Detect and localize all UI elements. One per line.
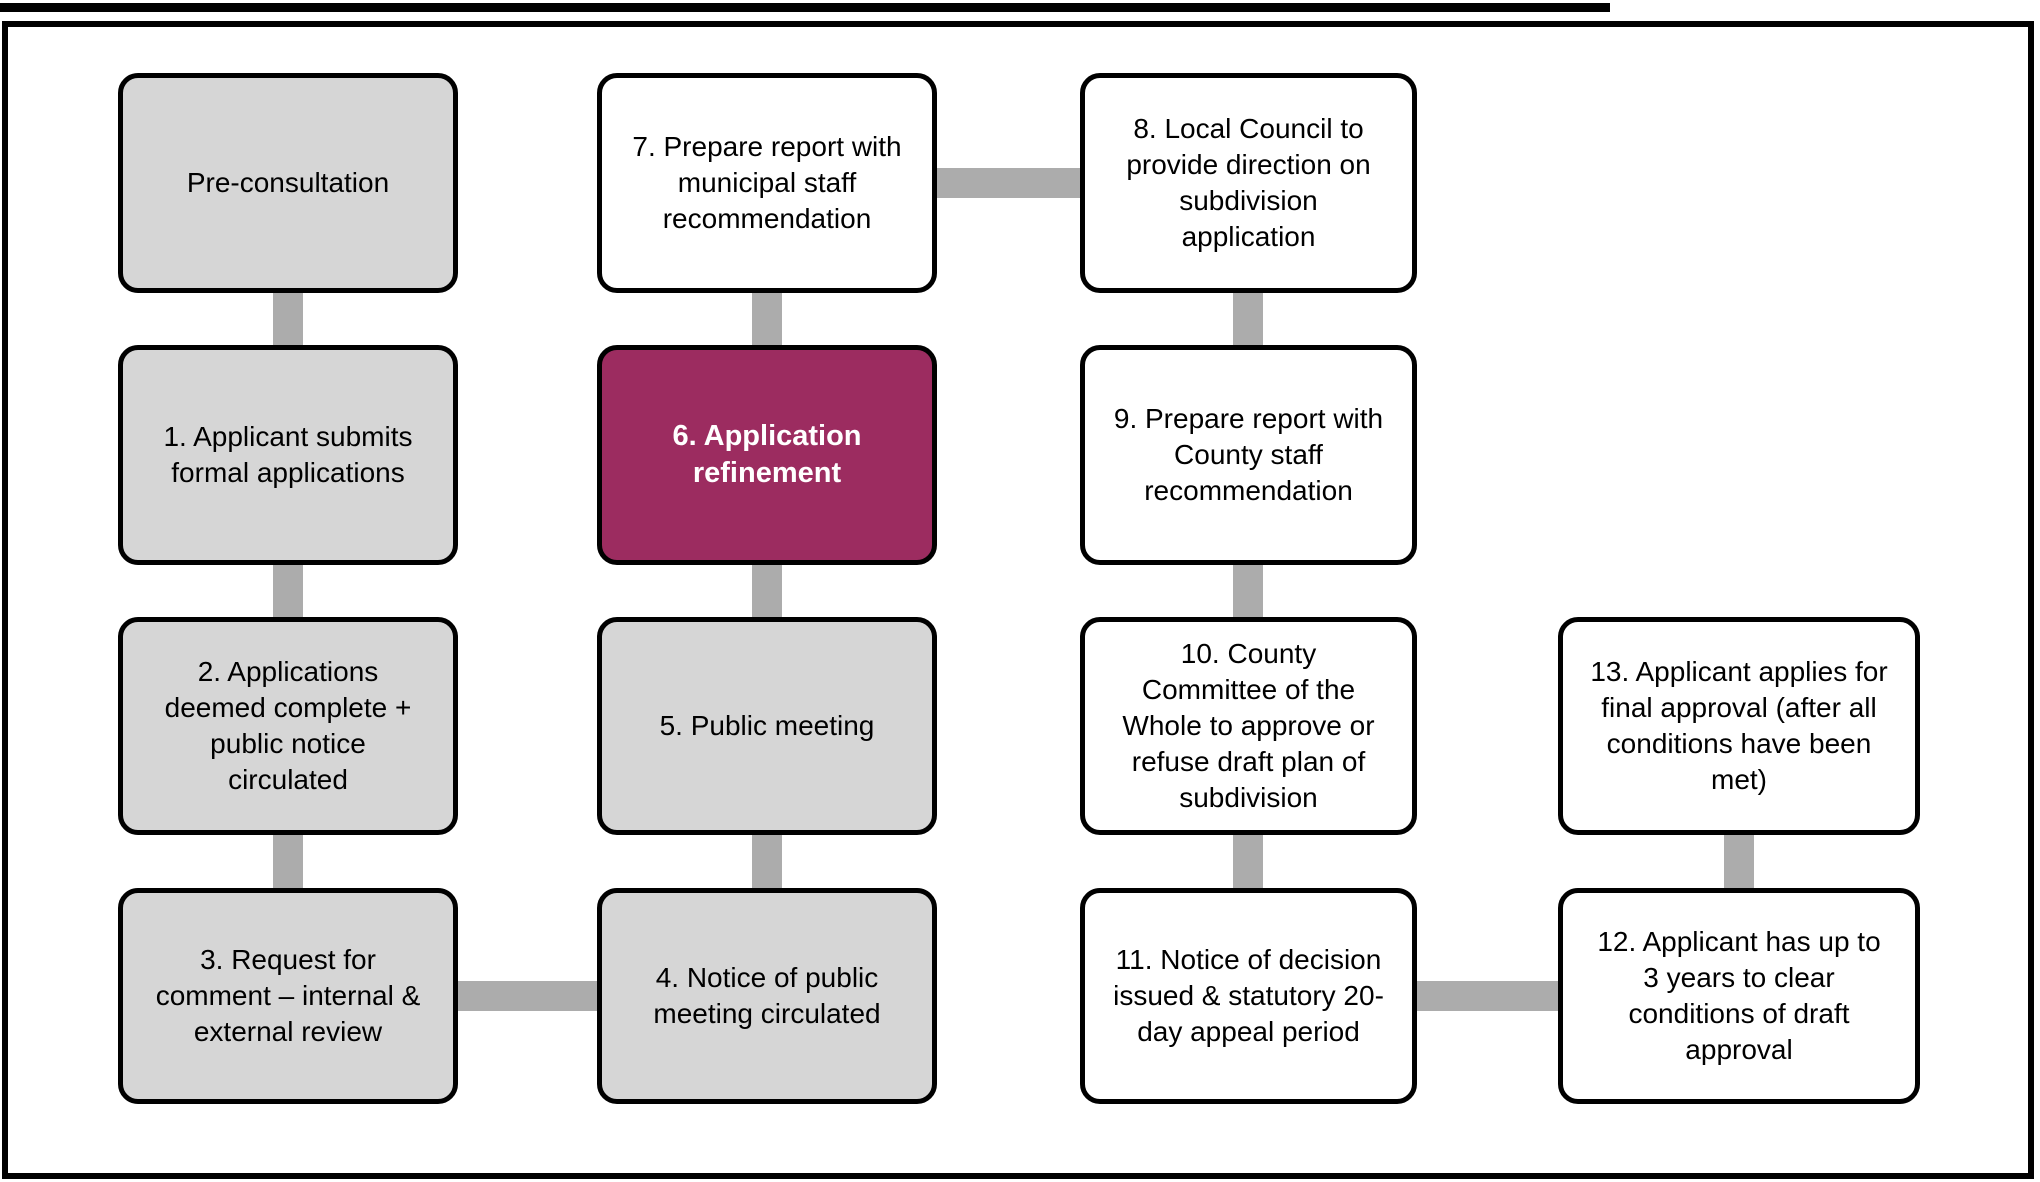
step-box-pre-consultation: Pre-consultation	[118, 73, 458, 293]
connector-1-2	[273, 563, 303, 620]
top-rule	[0, 3, 1610, 12]
connector-5-6	[752, 563, 782, 620]
step-label: 5. Public meeting	[659, 710, 875, 742]
step-box-2: 2. Applications deemed complete + public…	[118, 617, 458, 835]
step-label: 7. Prepare report with municipal staff r…	[632, 131, 902, 234]
connector-4-5	[752, 833, 782, 891]
step-box-13: 13. Applicant applies for final approval…	[1558, 617, 1920, 835]
step-label: 9. Prepare report with County staff reco…	[1113, 403, 1384, 506]
step-box-1: 1. Applicant submits formal applications	[118, 345, 458, 565]
step-label: 3. Request for comment – internal & exte…	[155, 944, 421, 1047]
connector-10-11	[1233, 833, 1263, 891]
step-box-3: 3. Request for comment – internal & exte…	[118, 888, 458, 1104]
connector-7-8	[935, 168, 1082, 198]
connector-11-12	[1415, 981, 1560, 1011]
connector-pre-1	[273, 290, 303, 348]
step-box-12: 12. Applicant has up to 3 years to clear…	[1558, 888, 1920, 1104]
step-box-4: 4. Notice of public meeting circulated	[597, 888, 937, 1104]
diagram-frame	[2, 21, 2034, 1179]
connector-8-9	[1233, 290, 1263, 348]
step-box-8: 8. Local Council to provide direction on…	[1080, 73, 1417, 293]
step-label: 4. Notice of public meeting circulated	[653, 962, 881, 1029]
step-label: 11. Notice of decision issued & statutor…	[1113, 944, 1384, 1047]
step-box-9: 9. Prepare report with County staff reco…	[1080, 345, 1417, 565]
connector-3-4	[456, 981, 599, 1011]
step-box-11: 11. Notice of decision issued & statutor…	[1080, 888, 1417, 1104]
step-label: 1. Applicant submits formal applications	[163, 421, 413, 488]
step-box-6-highlighted: 6. Application refinement	[597, 345, 937, 565]
step-label: Pre-consultation	[186, 167, 390, 199]
step-label: 6. Application refinement	[672, 419, 862, 489]
step-label: 12. Applicant has up to 3 years to clear…	[1597, 926, 1881, 1065]
step-box-7: 7. Prepare report with municipal staff r…	[597, 73, 937, 293]
step-label: 8. Local Council to provide direction on…	[1126, 113, 1371, 252]
connector-6-7	[752, 290, 782, 348]
step-box-10: 10. County Committee of the Whole to app…	[1080, 617, 1417, 835]
step-label: 13. Applicant applies for final approval…	[1590, 656, 1888, 795]
step-label: 2. Applications deemed complete + public…	[164, 656, 412, 795]
step-label: 10. County Committee of the Whole to app…	[1122, 638, 1375, 813]
connector-9-10	[1233, 563, 1263, 620]
step-box-5: 5. Public meeting	[597, 617, 937, 835]
connector-2-3	[273, 833, 303, 891]
connector-13-12	[1724, 833, 1754, 891]
